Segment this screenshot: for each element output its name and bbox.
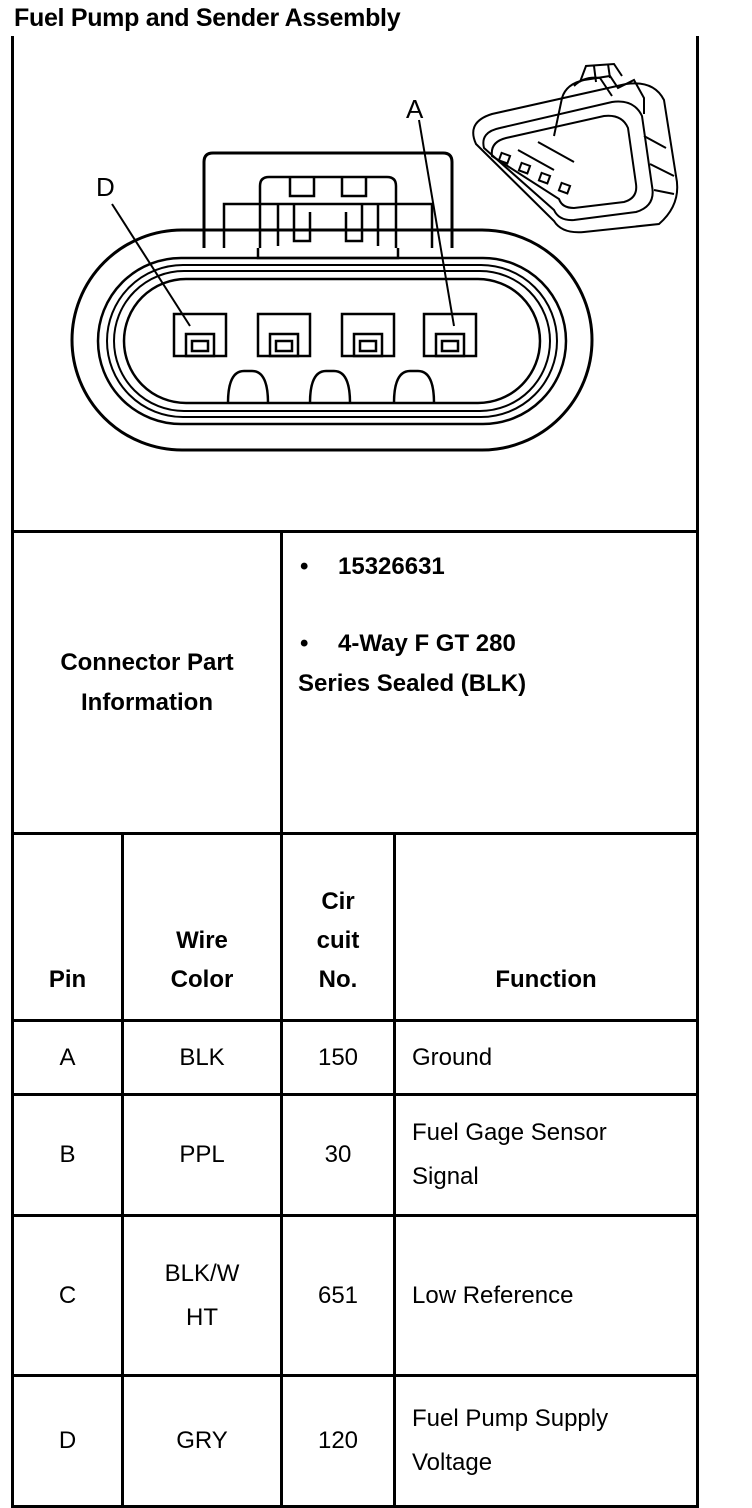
terminal-c-lock bbox=[274, 339, 294, 353]
latch-inner bbox=[222, 202, 434, 248]
row-b-function-line2: Signal bbox=[412, 1163, 479, 1190]
leader-lines bbox=[111, 119, 455, 327]
header-circuit-line1: Cir bbox=[321, 888, 355, 915]
connector-seal-ring-1 bbox=[106, 264, 558, 418]
info-label-line1: Connector Part bbox=[60, 648, 234, 676]
connector-face bbox=[122, 277, 542, 405]
row-c-wire-line1: BLK/W bbox=[164, 1259, 240, 1287]
table-row-d-circuit: 120 bbox=[317, 1427, 359, 1454]
bullet-2: • bbox=[300, 630, 309, 657]
table-row-b-pin: B bbox=[59, 1141, 76, 1168]
column-divider-4 bbox=[393, 832, 396, 1508]
table-row-d-function: Fuel Pump Supply Voltage bbox=[412, 1377, 696, 1505]
header-wire-line2: Color bbox=[170, 966, 234, 993]
header-wire-color: Wire Color bbox=[124, 835, 280, 1019]
column-divider-3 bbox=[280, 530, 283, 1508]
table-row-c-circuit: 651 bbox=[317, 1281, 359, 1309]
latch-tab bbox=[258, 175, 398, 248]
latch-base bbox=[256, 248, 400, 260]
header-function-text: Function bbox=[495, 966, 597, 993]
info-label-line2: Information bbox=[80, 688, 213, 716]
header-pin: Pin bbox=[14, 835, 121, 1019]
divider-info-table bbox=[11, 832, 699, 835]
terminal-d-lock bbox=[190, 339, 210, 353]
column-divider-1 bbox=[121, 832, 124, 1508]
terminal-a-lock bbox=[440, 339, 460, 353]
row-b-function-line1: Fuel Gage Sensor bbox=[412, 1119, 607, 1146]
terminal-b-lock bbox=[358, 339, 378, 353]
label-d: D bbox=[96, 172, 115, 202]
table-row-d-pin: D bbox=[58, 1427, 77, 1454]
row-c-wire-line2: HT bbox=[186, 1303, 218, 1331]
table-row-a-pin: A bbox=[59, 1043, 76, 1071]
connector-description-line2: Series Sealed (BLK) bbox=[298, 670, 527, 697]
page-title: Fuel Pump and Sender Assembly bbox=[14, 4, 401, 32]
connector-diagram: D A bbox=[14, 36, 696, 530]
header-pin-text: Pin bbox=[48, 966, 87, 993]
terminal-a-inner bbox=[434, 332, 466, 358]
table-row-a-function: Ground bbox=[412, 1043, 493, 1071]
divider-diagram-info bbox=[11, 530, 699, 533]
latch-slots bbox=[288, 177, 368, 198]
connector-perspective-view bbox=[472, 62, 679, 234]
bullet-1: • bbox=[300, 553, 309, 580]
row-d-function-line2: Voltage bbox=[412, 1449, 493, 1476]
connector-seal-ring-2 bbox=[113, 270, 551, 412]
table-row-b-wire: PPL bbox=[179, 1141, 225, 1168]
latch-housing bbox=[202, 151, 454, 248]
label-a: A bbox=[406, 94, 424, 124]
latch-detail bbox=[276, 204, 380, 246]
divider-row-a bbox=[11, 1093, 699, 1096]
header-function: Function bbox=[396, 835, 696, 1019]
part-number: 15326631 bbox=[338, 553, 445, 580]
terminal-c-inner bbox=[268, 332, 300, 358]
document-frame bbox=[11, 36, 699, 1508]
terminal-d-inner bbox=[184, 332, 216, 358]
header-circuit-line3: No. bbox=[318, 966, 358, 993]
divider-row-c bbox=[11, 1374, 699, 1377]
header-circuit-line2: cuit bbox=[316, 927, 360, 954]
connector-drawing: D A bbox=[70, 62, 679, 452]
table-row-a-wire: BLK bbox=[179, 1043, 225, 1071]
divider-row-d bbox=[11, 1505, 699, 1508]
connector-housing-outer bbox=[70, 228, 594, 452]
terminal-b-inner bbox=[352, 332, 384, 358]
divider-header-rows bbox=[11, 1019, 699, 1022]
table-row-d-wire: GRY bbox=[176, 1427, 228, 1454]
header-wire-line1: Wire bbox=[176, 927, 228, 954]
table-row-c-function: Low Reference bbox=[412, 1281, 574, 1309]
connector-description-line1: 4-Way F GT 280 bbox=[338, 630, 516, 657]
table-row-b-function: Fuel Gage Sensor Signal bbox=[412, 1096, 696, 1214]
key-bumps bbox=[226, 369, 436, 404]
row-d-function-line1: Fuel Pump Supply bbox=[412, 1405, 609, 1432]
table-row-b-circuit: 30 bbox=[324, 1141, 352, 1168]
divider-row-b bbox=[11, 1214, 699, 1217]
terminal-group bbox=[172, 312, 478, 358]
table-row-a-circuit: 150 bbox=[317, 1043, 359, 1071]
table-row-c-pin: C bbox=[58, 1281, 77, 1309]
connector-housing-ring bbox=[96, 256, 568, 426]
connector-part-info-label: Connector Part Information bbox=[14, 533, 280, 832]
table-row-c-wire: BLK/W HT bbox=[124, 1217, 280, 1374]
header-circuit-no: Cir cuit No. bbox=[283, 835, 393, 1019]
